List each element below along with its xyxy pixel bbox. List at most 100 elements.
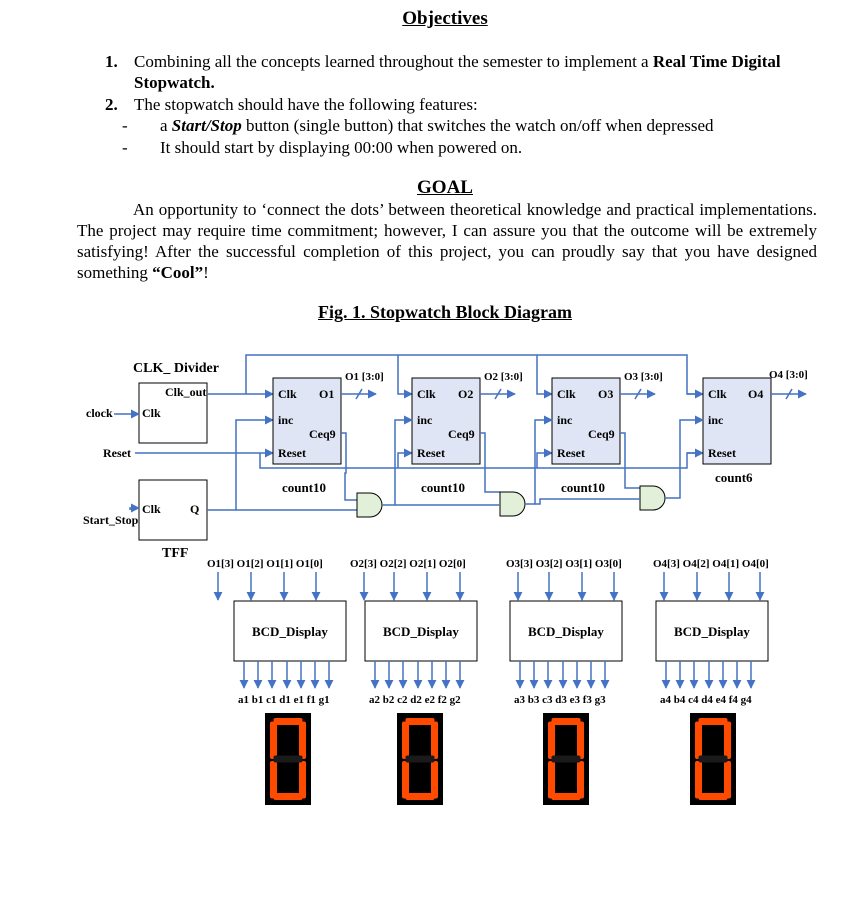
counter-block-4 [702, 377, 772, 465]
objective-number: 1. [105, 52, 118, 71]
bcd-display-label: BCD_Display [252, 624, 328, 639]
segment-f [548, 721, 555, 759]
reset-wire-2 [397, 448, 413, 468]
counter-clk-port: Clk [278, 387, 297, 401]
clk-out-port: Clk_out [165, 385, 206, 399]
ceq-wire-1 [341, 432, 357, 501]
counter-out-port: O4 [748, 387, 763, 401]
bullet-dash: - [122, 138, 128, 157]
goal-heading: GOAL [417, 177, 473, 198]
segment-a [405, 718, 435, 725]
clk-wire-2 [397, 355, 413, 399]
segment-c [299, 761, 306, 799]
bullet-dash: - [122, 116, 128, 135]
segment-e [548, 761, 555, 799]
counter-bus-label: O3 [3:0] [624, 371, 663, 383]
segment-e [402, 761, 409, 799]
segment-c [577, 761, 584, 799]
tff-clk-port: Clk [142, 502, 161, 516]
bcd-output-labels: a2 b2 c2 d2 e2 f2 g2 [369, 694, 461, 706]
objective-text: The stopwatch should have the following … [134, 95, 478, 114]
start-stop-wire [129, 503, 140, 513]
bcd-display-block [509, 600, 623, 662]
segment-d [551, 793, 581, 800]
bcd-display-1: O1[3] O1[2] O1[1] O1[0] BCD_Display a1 b… [207, 558, 347, 706]
bcd-display-block [233, 600, 347, 662]
bcd-input-labels: O2[3] O2[2] O2[1] O2[0] [350, 558, 466, 570]
counter-ceq-port: Ceq9 [448, 427, 475, 441]
counter-name: count10 [421, 480, 465, 495]
figure-caption: Fig. 1. Stopwatch Block Diagram [318, 302, 572, 322]
counter-name: count6 [715, 470, 753, 485]
segment-f [695, 721, 702, 759]
clock-input-label: clock [86, 406, 113, 420]
objective-item-1: 1. Combining all the concepts learned th… [0, 51, 850, 93]
segment-e [695, 761, 702, 799]
and-out-2 [525, 415, 553, 505]
segment-g [551, 755, 581, 763]
tff-q-port: Q [190, 502, 199, 516]
bus-slash [355, 388, 363, 400]
segment-g [273, 755, 303, 763]
feature-item-start-stop: - a Start/Stop button (single button) th… [0, 115, 850, 136]
counter-block-2 [411, 377, 481, 465]
bcd-display-2: O2[3] O2[2] O2[1] O2[0] BCD_Display a2 b… [350, 558, 478, 706]
bcd-input-labels: O3[3] O3[2] O3[1] O3[0] [506, 558, 622, 570]
bcd-display-label: BCD_Display [383, 624, 459, 639]
clk-divider-block [138, 382, 208, 444]
counter-clk-port: Clk [708, 387, 727, 401]
segment-d [698, 793, 728, 800]
clk-divider-title: CLK_ Divider [133, 361, 219, 376]
segment-a [698, 718, 728, 725]
tff-title: TFF [162, 546, 188, 561]
bcd-output-labels: a3 b3 c3 d3 e3 f3 g3 [514, 694, 606, 706]
bcd-input-labels: O1[3] O1[2] O1[1] O1[0] [207, 558, 323, 570]
counter-name: count10 [561, 480, 605, 495]
bcd-display-label: BCD_Display [674, 624, 750, 639]
objective-text: Combining all the concepts learned throu… [134, 52, 781, 92]
and-out-1 [382, 415, 413, 506]
objective-number: 2. [105, 95, 118, 114]
segment-c [431, 761, 438, 799]
counter-bus-label: O2 [3:0] [484, 371, 523, 383]
segment-c [724, 761, 731, 799]
counter-block-1 [272, 377, 342, 465]
bus-slash [634, 388, 642, 400]
counter-out-port: O1 [319, 387, 334, 401]
counter-out-port: O2 [458, 387, 473, 401]
enable-wire [207, 415, 274, 511]
clk-divider-clk-port: Clk [142, 406, 161, 420]
bcd-display-3: O3[3] O3[2] O3[1] O3[0] BCD_Display a3 b… [506, 558, 623, 706]
feature-text: a Start/Stop button (single button) that… [160, 116, 714, 135]
bcd-output-labels: a1 b1 c1 d1 e1 f1 g1 [238, 694, 330, 706]
counter-ceq-port: Ceq9 [588, 427, 615, 441]
counter-block-3 [551, 377, 621, 465]
bcd-output-labels: a4 b4 c4 d4 e4 f4 g4 [660, 694, 752, 706]
counter-clk-port: Clk [417, 387, 436, 401]
counter-clk-port: Clk [557, 387, 576, 401]
counter-inc-port: inc [557, 413, 573, 427]
segment-g [405, 755, 435, 763]
bcd-input-labels: O4[3] O4[2] O4[1] O4[0] [653, 558, 769, 570]
start-stop-input-label: Start_Stop [83, 513, 139, 527]
feature-item-display: - It should start by displaying 00:00 wh… [0, 137, 850, 158]
segment-g [698, 755, 728, 763]
segment-b [724, 721, 731, 759]
segment-f [270, 721, 277, 759]
counter-inc-port: inc [708, 413, 724, 427]
segment-a [551, 718, 581, 725]
and-gate-2 [499, 491, 526, 517]
counter-bus-label: O1 [3:0] [345, 371, 384, 383]
and-out-2-chain [535, 498, 640, 505]
and-gate-3 [639, 485, 666, 511]
ceq-wire-3 [620, 432, 640, 489]
counter-reset-port: Reset [557, 446, 585, 460]
bcd-display-block [364, 600, 478, 662]
segment-e [270, 761, 277, 799]
bcd-display-4: O4[3] O4[2] O4[1] O4[0] BCD_Display a4 b… [653, 558, 769, 706]
reset-wire-3 [536, 448, 553, 468]
ceq-wire-2 [480, 432, 500, 493]
segment-b [431, 721, 438, 759]
segment-f [402, 721, 409, 759]
counter-reset-port: Reset [417, 446, 445, 460]
